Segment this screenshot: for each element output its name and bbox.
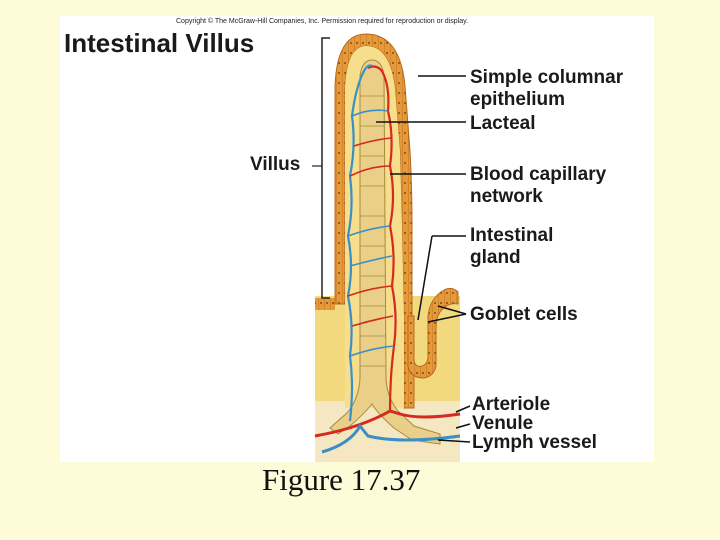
- label-blood-capillary-line1: Blood capillary: [470, 164, 607, 185]
- label-simple-columnar-line2: epithelium: [470, 89, 566, 110]
- venule-vessel: [321, 423, 461, 454]
- capillary-red: [367, 65, 397, 412]
- label-intestinal-gland-line2: gland: [470, 247, 521, 268]
- figure-panel: Copyright © The McGraw-Hill Companies, I…: [60, 16, 654, 462]
- intestinal-gland: [407, 287, 459, 379]
- figure-caption: Figure 17.37: [262, 462, 421, 497]
- copyright-notice: Copyright © The McGraw-Hill Companies, I…: [176, 18, 469, 25]
- label-venule: Venule: [472, 413, 534, 434]
- label-blood-capillary-line2: network: [470, 186, 543, 207]
- label-arteriole: Arteriole: [472, 394, 551, 415]
- leader-lines: [376, 75, 471, 443]
- villus-illustration: [312, 33, 471, 462]
- capillary-crosslinks: [347, 109, 395, 357]
- villus-bracket: [321, 37, 330, 299]
- label-intestinal-gland-line1: Intestinal: [470, 225, 554, 246]
- lacteal-segments: [360, 95, 386, 367]
- label-simple-columnar-line1: Simple columnar: [470, 67, 624, 88]
- label-villus: Villus: [250, 154, 301, 175]
- label-lymph-vessel: Lymph vessel: [472, 432, 597, 453]
- label-lacteal: Lacteal: [470, 113, 536, 134]
- arteriole-vessel: [314, 409, 461, 438]
- diagram-title: Intestinal Villus: [64, 28, 255, 58]
- base-epithelium-left: [315, 298, 335, 310]
- label-goblet-cells: Goblet cells: [470, 304, 578, 325]
